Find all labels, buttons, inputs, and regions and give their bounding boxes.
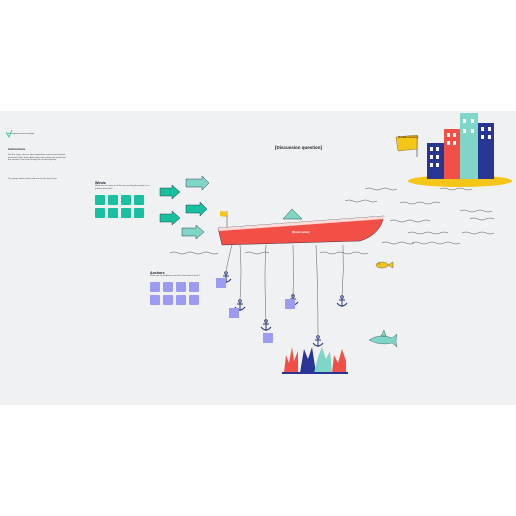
fish-icon <box>375 261 394 269</box>
boat-name-label[interactable]: [Boat name] <box>292 230 310 234</box>
winds-description: What are the aspects of that are pushing… <box>95 185 150 190</box>
anchors-heading: Anchors <box>150 271 165 275</box>
island-city <box>395 113 512 187</box>
wind-arrows <box>159 175 210 240</box>
anchor-notes <box>216 278 295 343</box>
waves <box>169 187 495 255</box>
wind-sticky-note[interactable] <box>121 195 131 205</box>
coral-reef <box>282 347 348 374</box>
wind-sticky-note[interactable] <box>95 195 105 205</box>
winds-heading: Winds <box>95 181 106 185</box>
wind-sticky-note[interactable] <box>134 195 144 205</box>
discussion-question[interactable]: [Discussion question] <box>275 145 323 150</box>
goal-flag-label[interactable]: [Goal/destination] <box>398 136 419 139</box>
wind-sticky-note[interactable] <box>108 208 118 218</box>
boat <box>217 208 385 246</box>
sailboat-illustration <box>5 113 512 374</box>
instructions-title: Instructions <box>8 147 26 151</box>
anchor-sticky-note[interactable] <box>176 295 186 305</box>
instructions-tip: Tip: group similar notes and vote on the… <box>8 178 58 180</box>
anchor-sticky-note[interactable] <box>150 282 160 292</box>
instructions-text: Set the stage: discuss what helped the t… <box>8 154 66 162</box>
logo-icon <box>5 129 13 138</box>
anchor-sticky-note[interactable] <box>163 282 173 292</box>
board-logo-text: Retrospective board template <box>8 133 35 135</box>
wind-sticky-note[interactable] <box>95 208 105 218</box>
wind-sticky-note[interactable] <box>134 208 144 218</box>
anchor-sticky-note[interactable] <box>150 295 160 305</box>
whiteboard-canvas[interactable]: Retrospective board template Instruction… <box>0 111 516 405</box>
anchor-ropes <box>225 244 344 337</box>
anchor-sticky-note[interactable] <box>163 295 173 305</box>
anchor-sticky-note[interactable] <box>189 282 199 292</box>
anchors <box>220 271 348 347</box>
anchors-description: What are the problems and risks that hol… <box>150 275 200 277</box>
shark-icon <box>368 329 398 348</box>
wind-sticky-note[interactable] <box>108 195 118 205</box>
anchor-sticky-note[interactable] <box>189 295 199 305</box>
anchor-sticky-note[interactable] <box>176 282 186 292</box>
wind-sticky-note[interactable] <box>121 208 131 218</box>
